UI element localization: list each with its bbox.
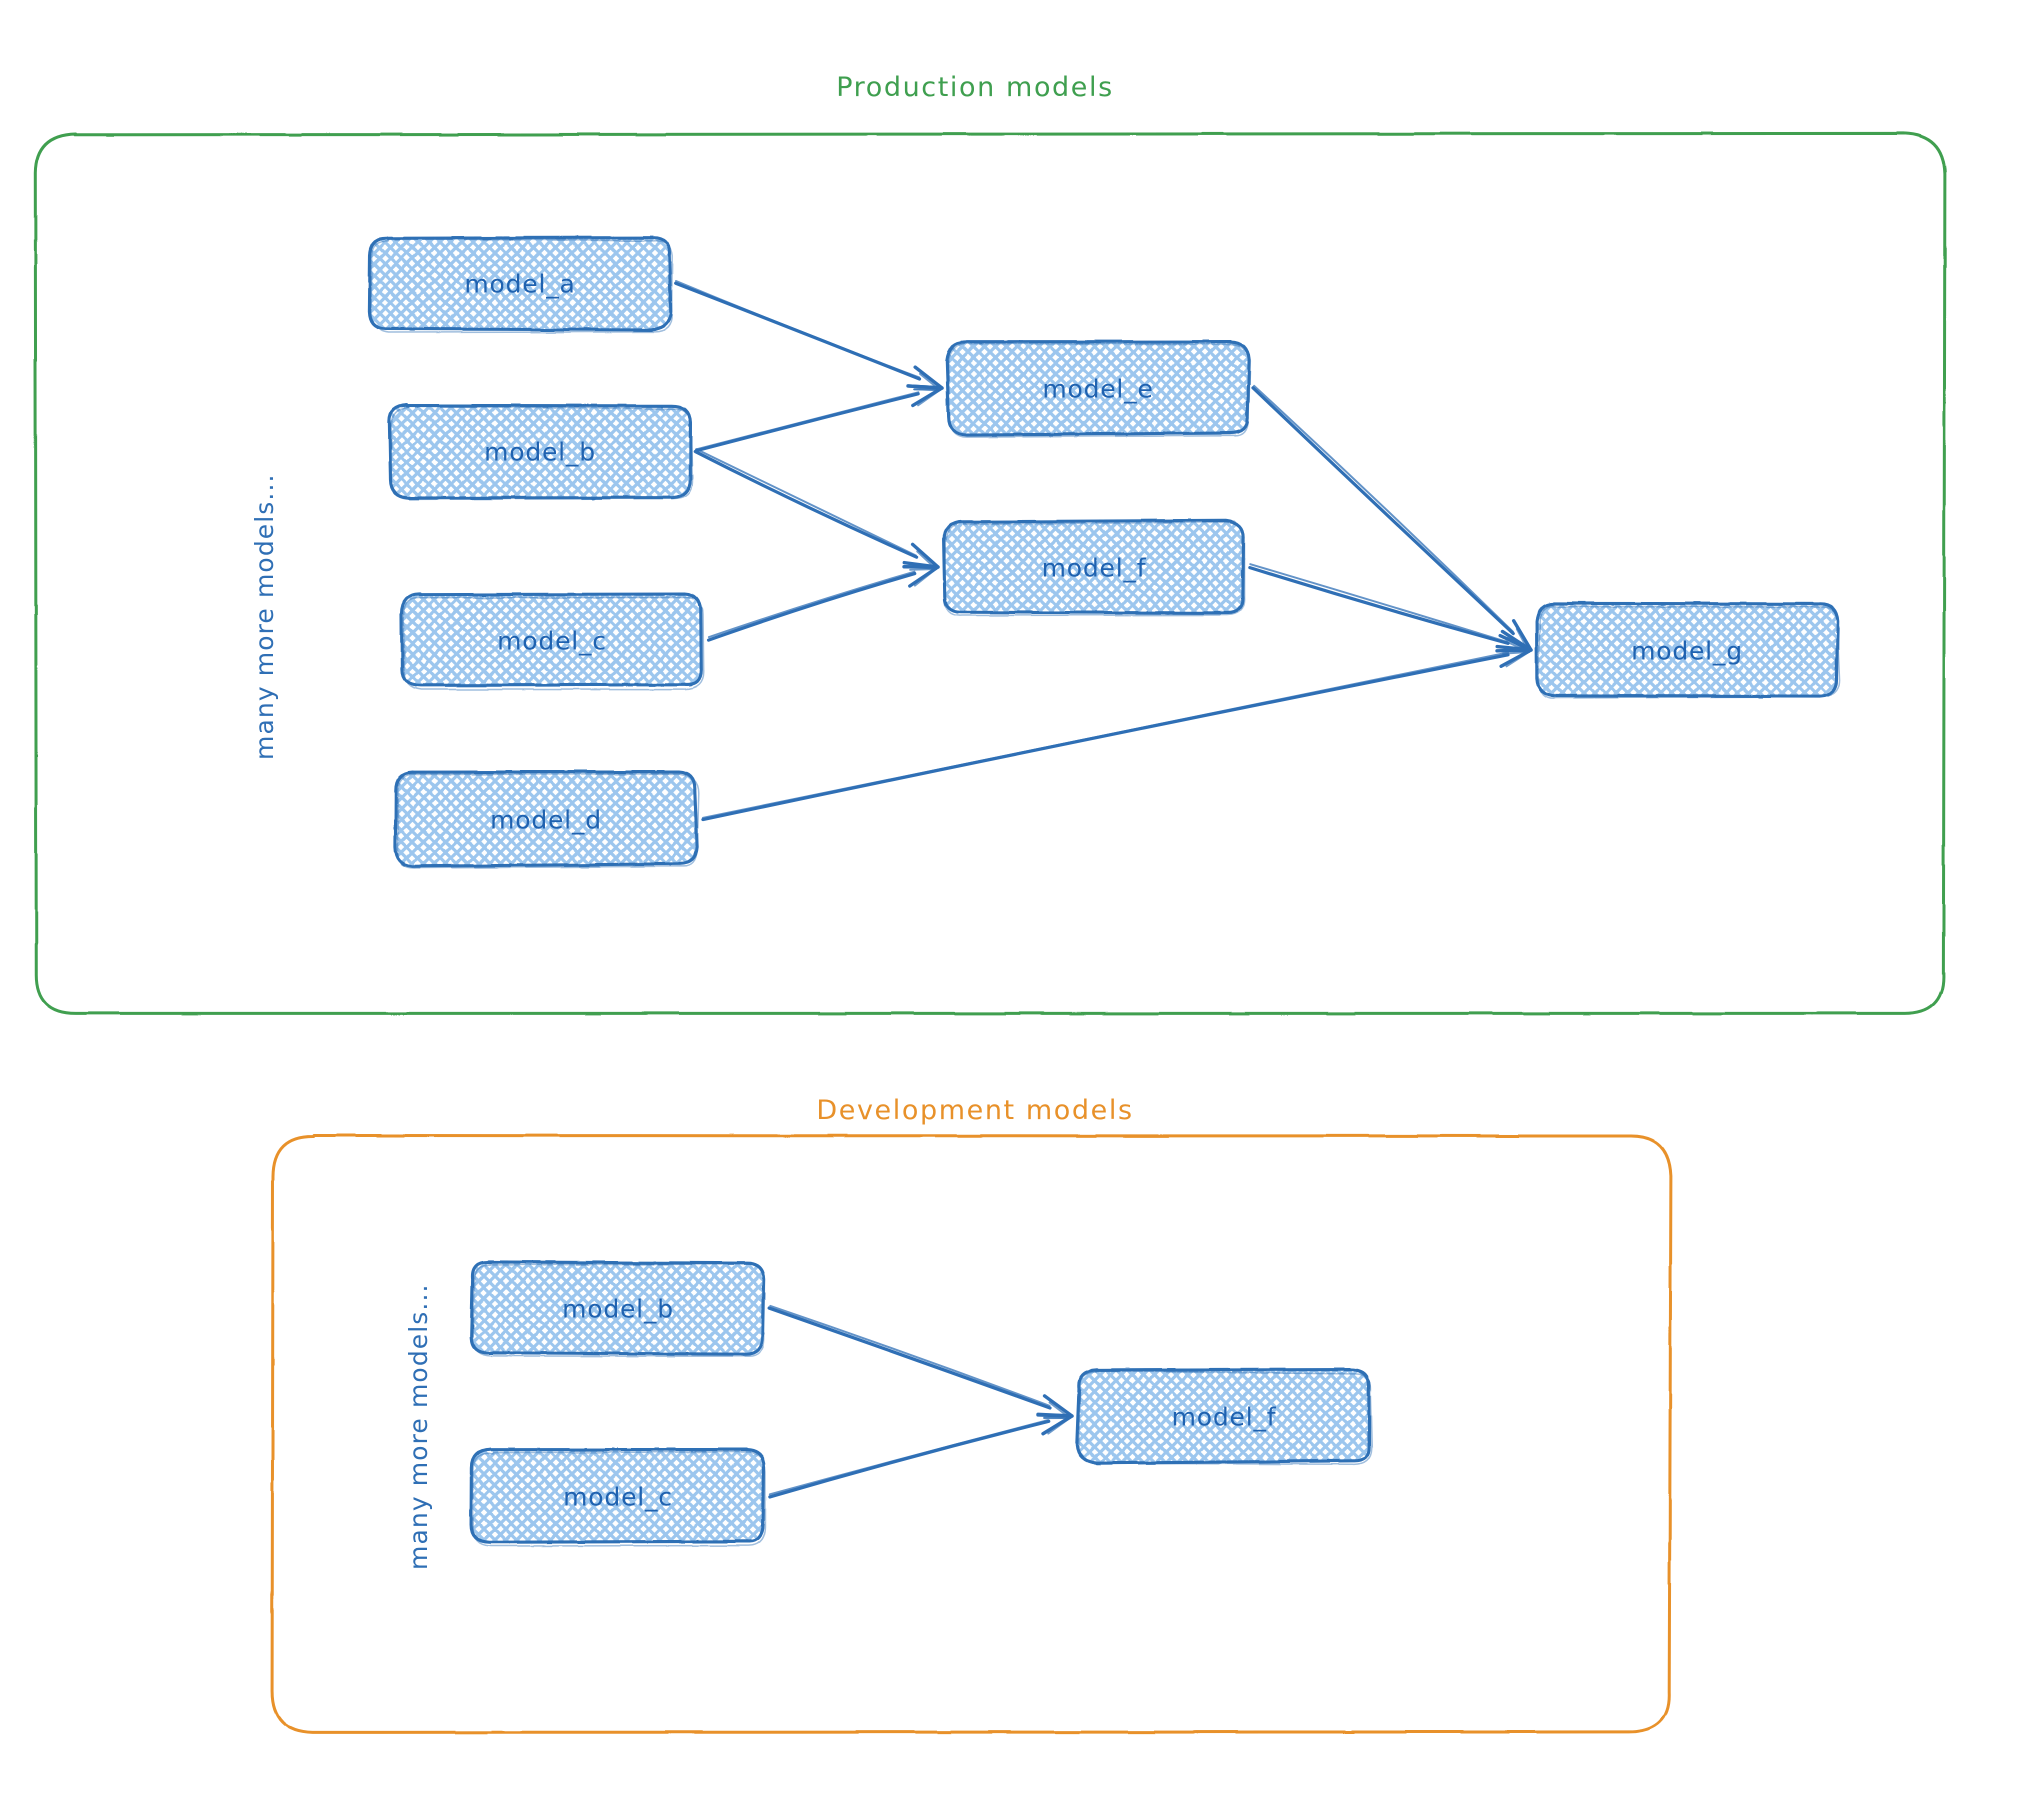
node-fill bbox=[946, 341, 1250, 436]
node-fill bbox=[1536, 603, 1838, 697]
edge-prod_d-to-prod_g bbox=[702, 651, 1509, 819]
edge-prod_c-to-prod_f bbox=[707, 570, 916, 639]
node-border-sketch-duplicate bbox=[472, 1451, 767, 1547]
edge-prod_b-to-prod_f bbox=[693, 449, 919, 559]
node-border-sketch-duplicate bbox=[471, 1263, 766, 1358]
node-layer bbox=[367, 236, 1841, 1547]
node-border-sketch-duplicate bbox=[402, 596, 705, 691]
edge-prod_c-to-prod_f-arrowhead bbox=[902, 565, 940, 588]
edge-prod_d-to-prod_g bbox=[701, 653, 1510, 822]
node-fill bbox=[395, 772, 698, 867]
node-dev_c[interactable] bbox=[469, 1447, 767, 1547]
edge-layer bbox=[674, 280, 1533, 1499]
development-many-more-models-label: many more models... bbox=[404, 1283, 433, 1570]
edge-dev_c-to-dev_f bbox=[768, 1419, 1050, 1496]
production-many-more-models-label: many more models... bbox=[250, 473, 279, 760]
edge-prod_b-to-prod_e bbox=[694, 391, 920, 451]
edge-dev_c-to-dev_f-arrowhead bbox=[1036, 1412, 1074, 1436]
node-prod_g[interactable] bbox=[1535, 601, 1841, 699]
production-group-box bbox=[33, 131, 1947, 1015]
edge-dev_b-to-dev_f bbox=[769, 1304, 1051, 1407]
edge-prod_f-to-prod_g bbox=[1249, 563, 1509, 643]
edge-dev_c-to-dev_f bbox=[768, 1419, 1051, 1499]
node-border-sketch-duplicate bbox=[369, 237, 673, 334]
node-fill bbox=[943, 520, 1244, 613]
node-fill bbox=[1076, 1369, 1370, 1464]
production-group-title: Production models bbox=[836, 72, 1114, 103]
node-prod_d[interactable] bbox=[393, 770, 700, 869]
edge-prod_b-to-prod_e bbox=[695, 392, 920, 453]
node-border-sketch-duplicate bbox=[943, 521, 1246, 617]
node-dev_f[interactable] bbox=[1075, 1368, 1373, 1466]
node-border bbox=[387, 403, 693, 500]
node-border-sketch-duplicate bbox=[1537, 605, 1841, 699]
edge-prod_b-to-prod_f bbox=[695, 448, 917, 557]
node-prod_a[interactable] bbox=[367, 236, 673, 334]
node-border-sketch-duplicate bbox=[397, 773, 700, 869]
edge-prod_d-to-prod_g-arrowhead bbox=[1495, 644, 1533, 668]
edge-prod_b-to-prod_e-arrowhead-shadow bbox=[913, 388, 941, 407]
edge-prod_d-to-prod_g-arrowhead-shadow bbox=[1502, 649, 1530, 668]
node-prod_b[interactable] bbox=[387, 403, 694, 501]
edge-prod_e-to-prod_g bbox=[1251, 386, 1515, 636]
node-border-sketch-duplicate bbox=[390, 405, 694, 501]
node-fill bbox=[471, 1449, 764, 1543]
node-dev_b[interactable] bbox=[469, 1260, 766, 1358]
edge-prod_f-to-prod_g bbox=[1248, 566, 1510, 645]
node-prod_f[interactable] bbox=[942, 518, 1246, 617]
development-group-title: Development models bbox=[816, 1095, 1134, 1126]
node-border bbox=[393, 770, 699, 868]
group-containers bbox=[33, 131, 1947, 1734]
node-fill bbox=[401, 593, 702, 686]
edge-prod_c-to-prod_f bbox=[706, 571, 917, 642]
development-group-box bbox=[270, 1134, 1673, 1734]
edge-prod_e-to-prod_g bbox=[1253, 384, 1514, 633]
node-fill bbox=[471, 1261, 765, 1355]
edge-prod_a-to-prod_e bbox=[675, 280, 921, 379]
edge-prod_b-to-prod_e-arrowhead bbox=[906, 384, 944, 408]
node-fill bbox=[368, 237, 671, 330]
edge-dev_b-to-dev_f bbox=[767, 1306, 1052, 1410]
node-fill bbox=[389, 404, 691, 499]
node-prod_c[interactable] bbox=[399, 592, 705, 691]
node-border-sketch-duplicate bbox=[1077, 1370, 1373, 1466]
edge-prod_c-to-prod_f-arrowhead-shadow bbox=[909, 568, 937, 587]
node-border bbox=[1535, 601, 1840, 699]
edge-dev_c-to-dev_f-arrowhead-shadow bbox=[1043, 1416, 1071, 1435]
node-border-sketch-duplicate bbox=[947, 342, 1252, 438]
node-prod_e[interactable] bbox=[945, 340, 1252, 438]
